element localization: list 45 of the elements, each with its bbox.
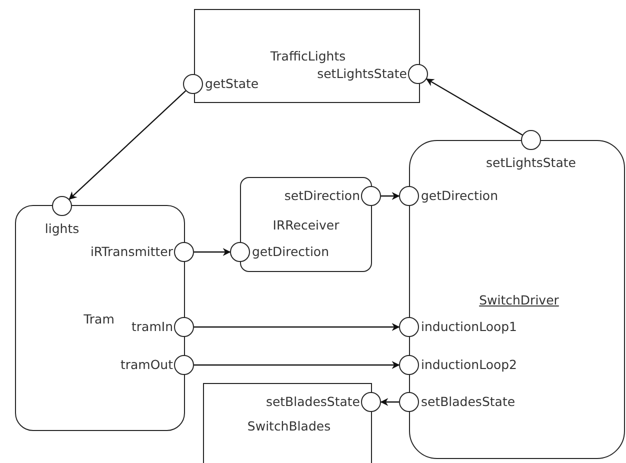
- port-circle: [399, 317, 419, 337]
- component-box: [240, 177, 372, 272]
- component-name: Tram: [84, 312, 114, 326]
- port-circle: [399, 392, 419, 412]
- port-label: tramOut: [120, 357, 173, 372]
- arrow: [194, 323, 400, 331]
- port-circle: [183, 74, 203, 94]
- component-name: SwitchDriver: [479, 292, 559, 308]
- port-label: setBladesState: [266, 394, 360, 409]
- port-label: setBladesState: [421, 394, 516, 409]
- port-label: getDirection: [421, 188, 498, 203]
- port-label: getDirection: [252, 244, 329, 259]
- port-label: lights: [44, 221, 80, 236]
- port-circle: [361, 186, 381, 206]
- port-label: tramIn: [132, 319, 173, 334]
- port-label: getState: [205, 76, 259, 91]
- port-circle: [52, 196, 72, 216]
- arrow: [68, 90, 186, 200]
- component-name: TrafficLights: [270, 48, 346, 64]
- port-circle: [521, 130, 541, 150]
- component-box: [409, 140, 625, 459]
- port-circle: [230, 242, 250, 262]
- component-box: [194, 9, 420, 103]
- component-name: SwitchBlades: [247, 418, 331, 434]
- port-circle: [399, 186, 419, 206]
- port-circle: [174, 355, 194, 375]
- port-label: inductionLoop1: [421, 319, 517, 334]
- port-circle: [408, 64, 428, 84]
- arrow: [380, 398, 399, 406]
- arrow: [381, 192, 400, 200]
- arrow: [426, 78, 523, 136]
- arrow: [194, 248, 231, 256]
- port-circle: [399, 355, 419, 375]
- port-circle: [361, 392, 381, 412]
- port-circle: [174, 242, 194, 262]
- arrow: [194, 361, 400, 369]
- port-circle: [174, 317, 194, 337]
- port-label: setLightsState: [486, 155, 576, 170]
- component-box: [203, 383, 372, 463]
- port-label: setDirection: [284, 188, 360, 203]
- port-label: setLightsState: [317, 66, 407, 81]
- port-label: inductionLoop2: [421, 357, 517, 372]
- port-label: iRTransmitter: [90, 244, 173, 259]
- component-box: [15, 205, 185, 431]
- component-name: IRReceiver: [272, 218, 340, 232]
